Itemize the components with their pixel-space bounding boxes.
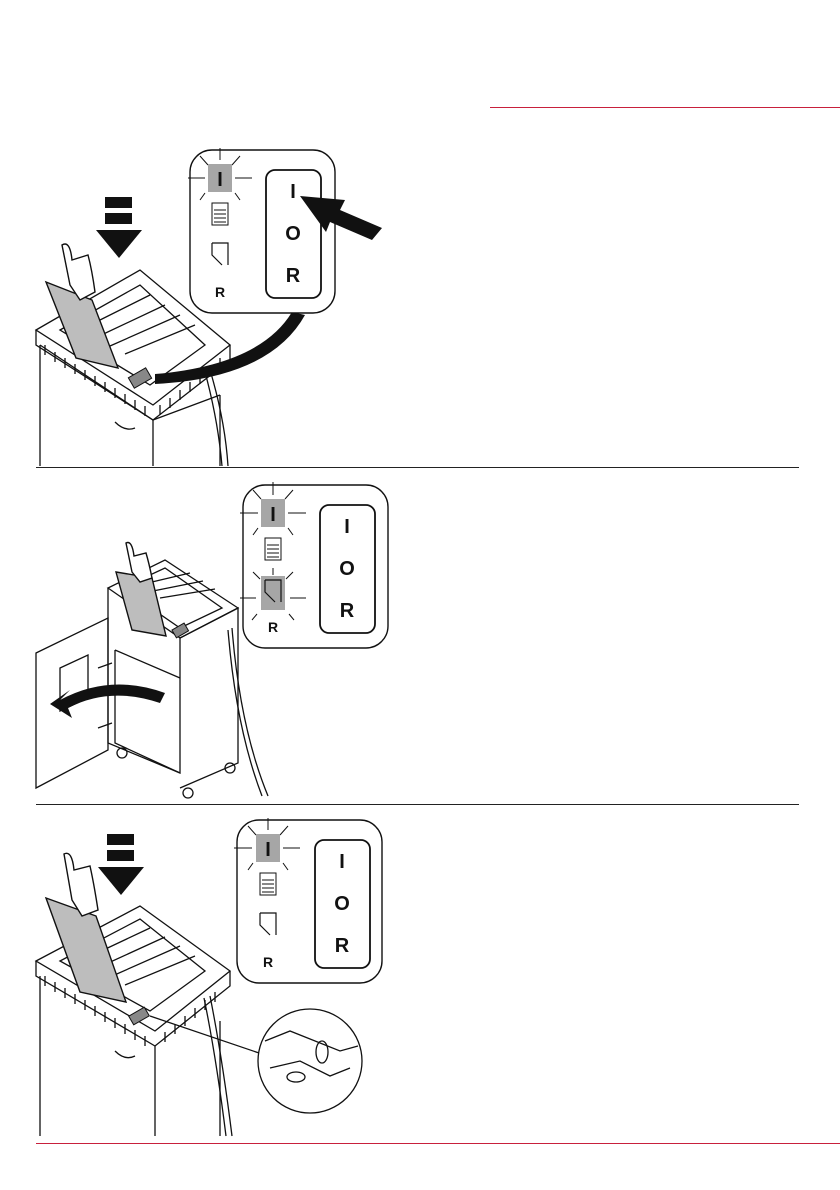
step2-illustration: I R I O R [0, 468, 840, 808]
hand-with-paper [46, 244, 118, 368]
indicator-label-r: R [268, 619, 278, 635]
detail-magnifier [258, 1009, 362, 1113]
switch-label-r: R [286, 265, 301, 287]
control-panel-1: I R I O R [188, 148, 335, 313]
machine-switch [128, 368, 151, 388]
switch-label-o: O [285, 223, 301, 245]
switch-label-i: I [339, 851, 345, 873]
control-panel-3: I R I O R [234, 818, 382, 983]
switch-label-i: I [344, 516, 350, 538]
switch-label-r: R [335, 935, 350, 957]
switch-label-r: R [340, 600, 355, 622]
insert-down-arrow [96, 197, 142, 258]
indicator-label-i: I [270, 504, 276, 526]
footer-accent-rule [36, 1143, 840, 1144]
control-panel-2: I R I O R [240, 482, 388, 648]
switch-label-o: O [339, 558, 355, 580]
indicator-label-i: I [217, 169, 223, 191]
switch-label-o: O [334, 893, 350, 915]
indicator-label-i: I [265, 839, 271, 861]
insert-down-arrow [98, 834, 144, 895]
step3-illustration: I R I O R [0, 806, 840, 1141]
indicator-label-r: R [215, 284, 225, 300]
indicator-label-r: R [263, 954, 273, 970]
machine-switch [129, 1007, 150, 1025]
switch-label-i: I [290, 181, 296, 203]
step1-illustration: I R I O R [0, 0, 840, 470]
